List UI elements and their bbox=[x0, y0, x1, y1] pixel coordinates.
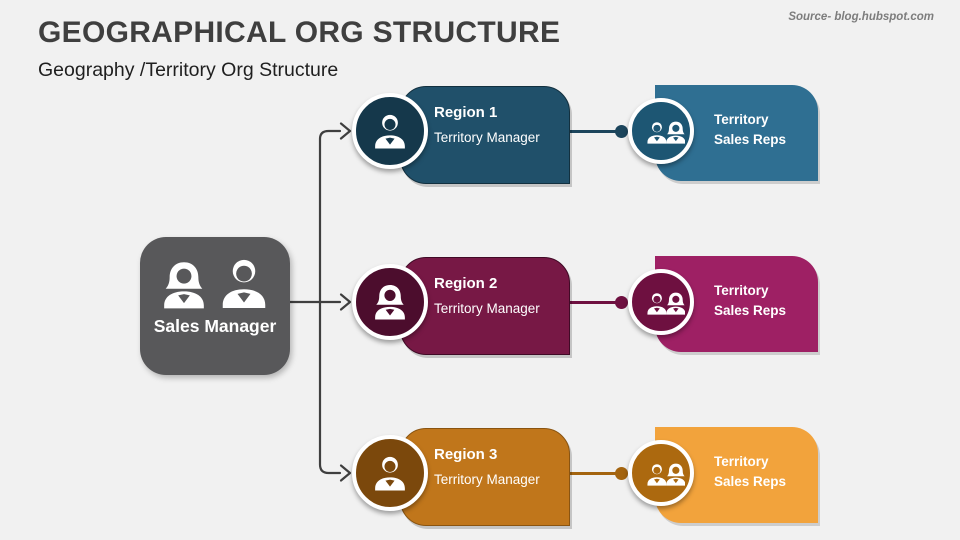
region-2-box bbox=[400, 257, 570, 355]
page-title: GEOGRAPHICAL ORG STRUCTURE bbox=[38, 16, 561, 49]
reps-1-circle bbox=[628, 98, 694, 164]
woman-icon bbox=[156, 257, 212, 313]
region-2-circle bbox=[352, 264, 428, 340]
reps-3-line2: Sales Reps bbox=[714, 474, 787, 489]
region-1-text: Region 1 Territory Manager bbox=[434, 104, 540, 145]
reps-2-text: Territory Sales Reps bbox=[714, 281, 786, 321]
two-people-icon bbox=[637, 285, 685, 320]
connector-up bbox=[318, 129, 342, 304]
region-2-link-dot bbox=[615, 296, 628, 309]
region-3-link-dot bbox=[615, 467, 628, 480]
region-1-circle bbox=[352, 93, 428, 169]
region-1-link-dot bbox=[615, 125, 628, 138]
region-3-text: Region 3 Territory Manager bbox=[434, 446, 540, 487]
man-icon bbox=[214, 253, 274, 313]
region-1-name: Region 1 bbox=[434, 104, 498, 121]
man-icon bbox=[369, 452, 411, 494]
region-1-role: Territory Manager bbox=[434, 130, 540, 145]
reps-2-line2: Sales Reps bbox=[714, 303, 787, 318]
reps-3-text: Territory Sales Reps bbox=[714, 452, 786, 492]
source-credit: Source- blog.hubspot.com bbox=[788, 11, 934, 23]
arrowhead-bottom-icon bbox=[339, 464, 352, 482]
region-2-text: Region 2 Territory Manager bbox=[434, 275, 540, 316]
reps-3-line1: Territory bbox=[714, 454, 769, 469]
reps-3-circle bbox=[628, 440, 694, 506]
reps-1-line2: Sales Reps bbox=[714, 132, 787, 147]
reps-2-line1: Territory bbox=[714, 283, 769, 298]
connector-down bbox=[318, 300, 342, 475]
region-2-reps-link bbox=[570, 301, 622, 304]
arrowhead-middle-icon bbox=[339, 293, 352, 311]
region-3-reps-link bbox=[570, 472, 622, 475]
man-icon bbox=[369, 110, 411, 152]
reps-2-circle bbox=[628, 269, 694, 335]
arrowhead-top-icon bbox=[339, 122, 352, 140]
region-2-role: Territory Manager bbox=[434, 301, 540, 316]
region-3-box bbox=[400, 428, 570, 526]
sales-manager-node: Sales Manager bbox=[140, 237, 290, 375]
two-people-icon bbox=[637, 114, 685, 149]
region-2-name: Region 2 bbox=[434, 275, 498, 292]
woman-icon bbox=[369, 281, 411, 323]
manager-icons bbox=[156, 253, 274, 313]
region-3-name: Region 3 bbox=[434, 446, 498, 463]
region-3-role: Territory Manager bbox=[434, 472, 540, 487]
region-1-reps-link bbox=[570, 130, 622, 133]
reps-1-text: Territory Sales Reps bbox=[714, 110, 786, 150]
sales-manager-label: Sales Manager bbox=[153, 316, 277, 336]
two-people-icon bbox=[637, 456, 685, 491]
page-subtitle: Geography /Territory Org Structure bbox=[38, 59, 339, 81]
region-3-circle bbox=[352, 435, 428, 511]
reps-1-line1: Territory bbox=[714, 112, 769, 127]
